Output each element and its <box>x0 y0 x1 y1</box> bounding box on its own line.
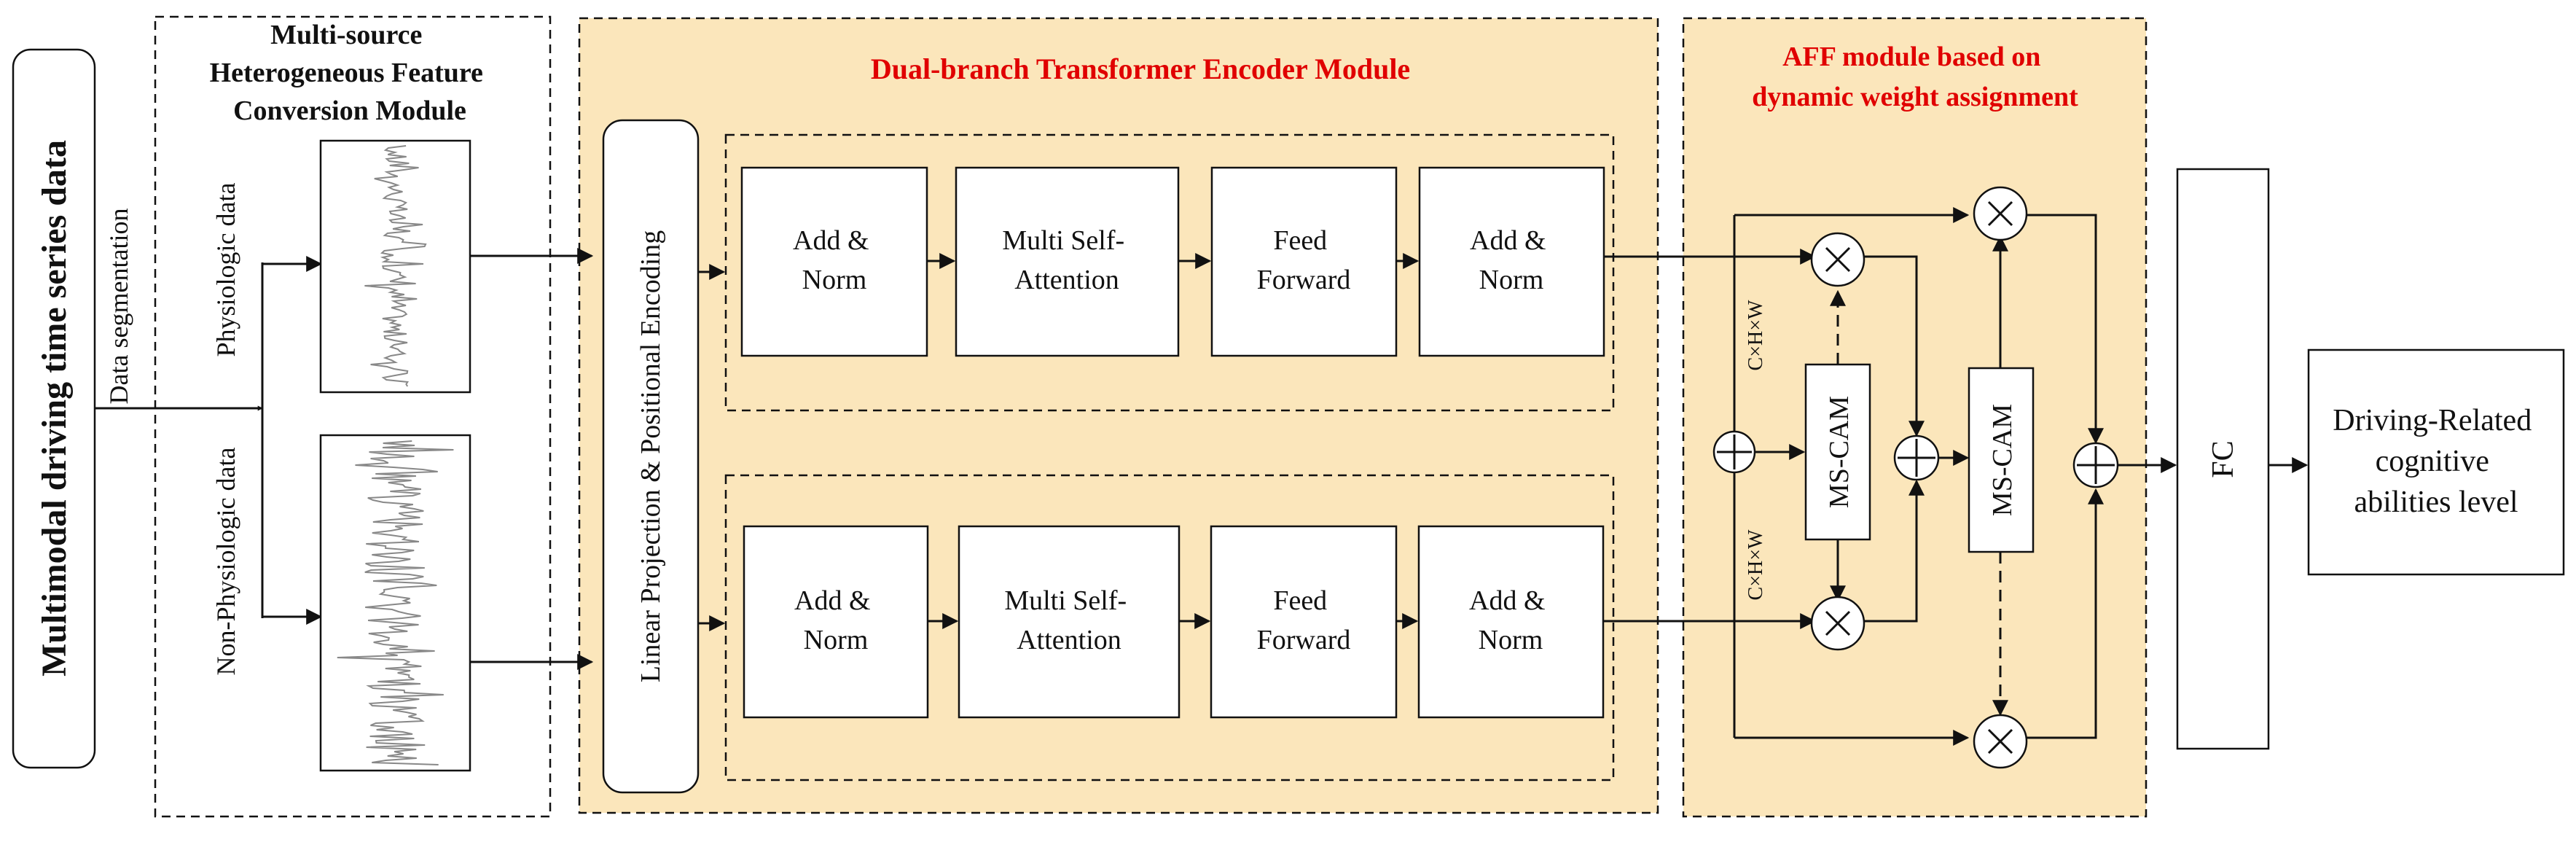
bottom-feed-forward-label: Feed Forward <box>1257 585 1351 655</box>
bottom-add-norm-1-label: Add & Norm <box>794 585 877 655</box>
top-self-attention-line-2: Attention <box>1014 265 1119 295</box>
top-self-attention-line-1: Multi Self- <box>1002 225 1124 256</box>
mscam-1-box <box>1804 363 1871 541</box>
dim-label-top: C×H×W <box>1745 300 1767 370</box>
aff-title-line-2: dynamic weight assignment <box>1752 82 2078 112</box>
bottom-self-attention-label: Multi Self- Attention <box>1004 585 1133 655</box>
output-box <box>2307 348 2565 576</box>
bottom-add-norm-2-label: Add & Norm <box>1469 585 1552 655</box>
conversion-module-panel <box>154 15 552 818</box>
top-add-norm-2-line-1: Add & <box>1470 225 1546 256</box>
top-add-norm-2-line-2: Norm <box>1479 265 1544 295</box>
mult-node-left-top <box>1810 232 1866 287</box>
top-feed-forward-line-1: Feed <box>1273 225 1327 256</box>
output-line-1: Driving-Related <box>2333 404 2532 437</box>
top-feed-forward-box <box>1210 166 1398 357</box>
conversion-title-line-2: Heterogeneous Feature <box>210 58 483 88</box>
bottom-feed-forward-box <box>1210 525 1398 719</box>
sum-node-1 <box>1712 430 1756 474</box>
bottom-self-attention-line-1: Multi Self- <box>1004 585 1127 616</box>
top-self-attention-label: Multi Self- Attention <box>1002 225 1131 295</box>
input-data-title: Multimodal driving time series data <box>35 140 74 677</box>
top-add-norm-1-line-2: Norm <box>802 265 867 295</box>
data-segmentation-label: Data segmentation <box>104 208 133 405</box>
conversion-title-line-3: Conversion Module <box>233 95 466 126</box>
mult-lb-to-sum2 <box>1860 479 1925 623</box>
top-add-norm-2-label: Add & Norm <box>1470 225 1553 295</box>
bottom-add-norm-2-line-1: Add & <box>1469 585 1546 616</box>
encoder-module-title: Dual-branch Transformer Encoder Module <box>871 52 1410 85</box>
encoder-branch-top <box>724 133 1615 412</box>
bottom-add-norm-2-line-2: Norm <box>1479 625 1543 655</box>
non-physiologic-signal-box <box>319 434 471 772</box>
conversion-title-line-1: Multi-source <box>270 20 422 50</box>
mult-node-right-bottom <box>1973 714 2028 769</box>
bottom-add-norm-1-line-2: Norm <box>804 625 869 655</box>
aff-module-title: AFF module based on dynamic weight assig… <box>1752 42 2078 112</box>
projection-label: Linear Projection & Positional Encoding <box>635 230 666 683</box>
top-add-norm-1-line-1: Add & <box>793 225 869 256</box>
top-add-norm-1-box <box>740 166 928 357</box>
bottom-self-attention-line-2: Attention <box>1017 625 1121 655</box>
mscam-1-label: MS-CAM <box>1824 396 1855 508</box>
mscam-2-box <box>1968 367 2035 553</box>
mult-rb-to-sum3 <box>2023 488 2104 739</box>
output-label: Driving-Related cognitive abilities leve… <box>2333 404 2539 519</box>
top-feed-forward-line-2: Forward <box>1257 265 1351 295</box>
mult-lt-to-sum2 <box>1860 255 1925 437</box>
top-add-norm-2-box <box>1418 166 1605 357</box>
mscam-2-label: MS-CAM <box>1987 404 2018 516</box>
aff-module-panel <box>1682 17 2148 818</box>
mult-rt-to-sum3 <box>2023 214 2104 445</box>
bottom-feed-forward-line-2: Forward <box>1257 625 1351 655</box>
dim-label-bottom: C×H×W <box>1745 529 1767 600</box>
fc-label: FC <box>2207 440 2240 477</box>
mult-node-right-top <box>1973 186 2028 241</box>
aff-title-line-1: AFF module based on <box>1782 42 2040 72</box>
bottom-add-norm-1-box <box>743 525 929 719</box>
non-physiologic-data-label: Non-Physiologic data <box>211 448 240 676</box>
fc-box <box>2176 168 2270 750</box>
bottom-self-attention-box <box>958 525 1181 719</box>
sum-node-2 <box>1893 434 1940 481</box>
mult-node-left-bottom <box>1810 596 1866 651</box>
physiologic-signal-box <box>319 139 471 394</box>
top-feed-forward-label: Feed Forward <box>1257 225 1351 295</box>
projection-box <box>602 119 700 794</box>
conversion-module-title: Multi-source Heterogeneous Feature Conve… <box>210 20 490 126</box>
physiologic-signal-waveform <box>364 145 427 387</box>
top-self-attention-box <box>955 166 1180 357</box>
encoder-branch-bottom <box>724 474 1615 781</box>
output-line-2: cognitive <box>2376 445 2489 478</box>
bottom-add-norm-1-line-1: Add & <box>794 585 871 616</box>
physiologic-data-label: Physiologic data <box>211 182 240 356</box>
output-line-3: abilities level <box>2354 486 2518 519</box>
non-physiologic-signal-waveform <box>337 440 454 765</box>
bottom-feed-forward-line-1: Feed <box>1273 585 1327 616</box>
top-add-norm-1-label: Add & Norm <box>793 225 876 295</box>
sum-node-3 <box>2072 442 2119 488</box>
bottom-add-norm-2-box <box>1417 525 1605 719</box>
